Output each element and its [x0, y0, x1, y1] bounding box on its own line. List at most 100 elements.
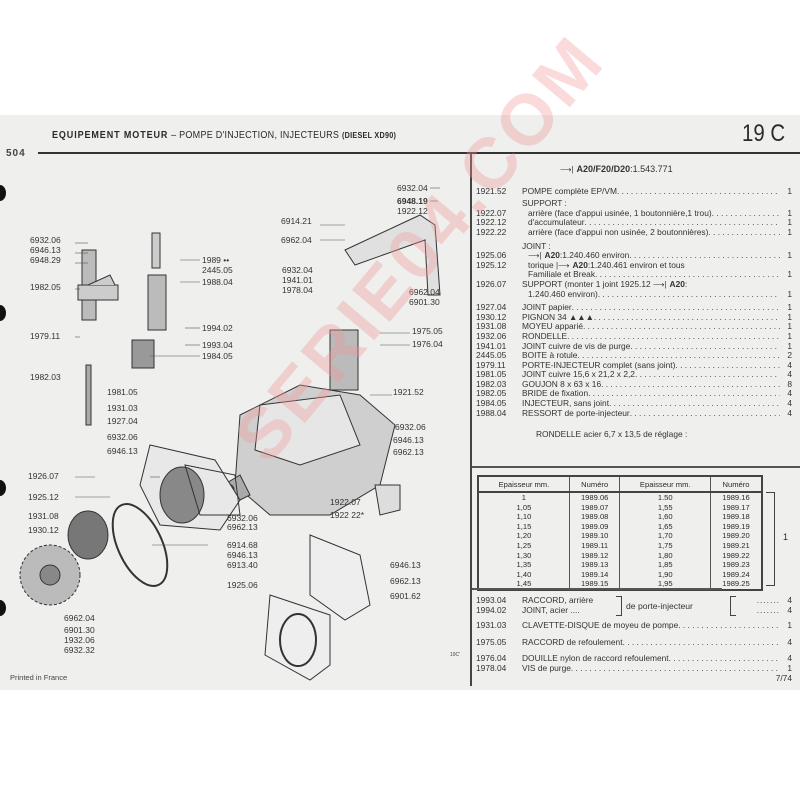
- part-number: 1982.03: [476, 378, 507, 389]
- table-cell: 1989.13: [568, 560, 621, 570]
- callout-label: 1925.12: [28, 492, 59, 502]
- part-number: 1925.06: [476, 250, 507, 261]
- part-description: RONDELLE: [522, 331, 568, 341]
- rondelle-table: Epaisseur mm. Numéro Epaisseur mm. Numér…: [477, 475, 763, 591]
- callout-label: 1922.12: [397, 206, 428, 216]
- part-qty: 1: [787, 217, 792, 228]
- support-heading: SUPPORT :: [522, 198, 567, 209]
- page-title: EQUIPEMENT MOTEUR – POMPE D'INJECTION, I…: [52, 130, 396, 141]
- part-row: 1988.04 RESSORT de porte-injecteur 4: [476, 407, 792, 419]
- callout-label: 1930.12: [28, 525, 59, 535]
- part-description: POMPE complète EP/VM: [522, 186, 617, 196]
- part-number: 1982.05: [476, 388, 507, 399]
- table-cell: 1989.07: [568, 502, 621, 513]
- part-description: arrière (face d'appui non usinée, 2 bout…: [528, 227, 709, 237]
- table-cell: 1989.20: [709, 531, 763, 541]
- applicability-models: A20/F20/D20: [576, 164, 631, 174]
- callout-label: 6962.13: [227, 522, 258, 532]
- part-number: 1931.08: [476, 321, 507, 332]
- callout-label: 6932.04: [282, 265, 313, 275]
- printed-in-france: Printed in France: [10, 673, 68, 682]
- model-code: A20: [669, 278, 685, 289]
- part-qty: 1: [787, 302, 792, 313]
- part-number: 1981.05: [476, 369, 507, 380]
- part-row-continued: Familiale et Break1: [476, 270, 792, 280]
- group-common-description: de porte-injecteur: [626, 601, 693, 611]
- callout-label: 6946.13: [30, 245, 61, 255]
- callout-label: 6962.04: [409, 287, 440, 297]
- callout-label: 1984.05: [202, 351, 233, 361]
- part-description: PORTE-INJECTEUR complet (sans joint): [522, 360, 676, 370]
- dot-leader: .......: [756, 604, 780, 615]
- callout-label: 6932.06: [227, 513, 258, 523]
- callout-label: 6932.06: [395, 422, 426, 432]
- part-number: 1922.07: [476, 207, 507, 218]
- part-number: 1932.06: [476, 330, 507, 341]
- part-row: 1925.06⟶|A20:1.240.460 environ1: [476, 251, 792, 261]
- callout-label: 2445.05: [202, 265, 233, 275]
- callout-label: 1982.03: [30, 372, 61, 382]
- arrow-to-icon: ⟶|: [560, 165, 574, 174]
- callout-label: 6946.13: [107, 446, 138, 456]
- callout-label: 6901.30: [409, 297, 440, 307]
- table-cell: 1989.18: [709, 512, 763, 522]
- table-cell: 1989.08: [568, 512, 621, 522]
- callout-label: 1927.04: [107, 416, 138, 426]
- part-qty: 4: [787, 388, 792, 399]
- page-number: 7/74: [775, 672, 792, 683]
- part-description: arrière (face d'appui usinée, 1 boutonni…: [528, 208, 712, 218]
- section-rule: [472, 588, 722, 590]
- part-number: 1984.05: [476, 398, 507, 409]
- part-description: torique: [528, 259, 554, 270]
- part-description: JOINT cuivre de vis de purge: [522, 341, 631, 351]
- binder-hole: [0, 185, 6, 201]
- part-number: 1922.12: [476, 217, 507, 228]
- callout-label: 1988.04: [202, 277, 233, 287]
- part-number: 1975.05: [476, 636, 507, 647]
- part-description: BOITE à rotule: [522, 351, 578, 361]
- part-qty: 1: [787, 226, 792, 237]
- header-rule: [38, 152, 800, 154]
- callout-label: 6946.13: [227, 550, 258, 560]
- group-heading: JOINT :: [476, 241, 792, 252]
- model-logo: 504: [6, 148, 26, 159]
- section-code: 19 C: [742, 120, 786, 147]
- callout-label: 1941.01: [282, 275, 313, 285]
- dot-leader: .......: [756, 595, 780, 605]
- part-number: 1925.12: [476, 259, 507, 270]
- table-cell: 1,90: [619, 569, 711, 580]
- arrow-from-icon: |⟶: [555, 260, 570, 270]
- part-qty: 4: [787, 407, 792, 418]
- part-qty: 4: [787, 653, 792, 664]
- part-description: :1.240.460 environ: [559, 251, 630, 261]
- section-rule: [472, 466, 800, 468]
- callout-label: 1931.03: [107, 403, 138, 413]
- exploded-diagram: 6932.04 6948.19 1922.12 6914.21 6962.04 …: [0, 155, 470, 685]
- table-cell: 1,65: [619, 521, 711, 532]
- part-number: 1978.04: [476, 662, 507, 673]
- callout-label: 6914.68: [227, 540, 258, 550]
- table-cell: 1,10: [477, 512, 570, 522]
- part-description: PIGNON 34 ▲▲▲: [522, 312, 594, 322]
- column-divider: [470, 154, 472, 686]
- table-cell: 1,25: [477, 540, 570, 551]
- part-description: SUPPORT (monter 1 joint 1925.12: [522, 278, 651, 289]
- part-description: RESSORT de porte-injecteur: [522, 408, 630, 418]
- table-cell: 1989.25: [709, 579, 763, 590]
- part-number: 1988.04: [476, 407, 507, 418]
- part-qty: 1: [787, 250, 792, 261]
- group-heading: SUPPORT :: [476, 199, 792, 209]
- part-number: 1926.07: [476, 278, 507, 289]
- callout-label: 1978.04: [282, 285, 313, 295]
- callout-label: 6962.04: [281, 235, 312, 245]
- callout-label: 1981.05: [107, 387, 138, 397]
- part-row-continued: 1.240.460 environ)1: [476, 289, 792, 300]
